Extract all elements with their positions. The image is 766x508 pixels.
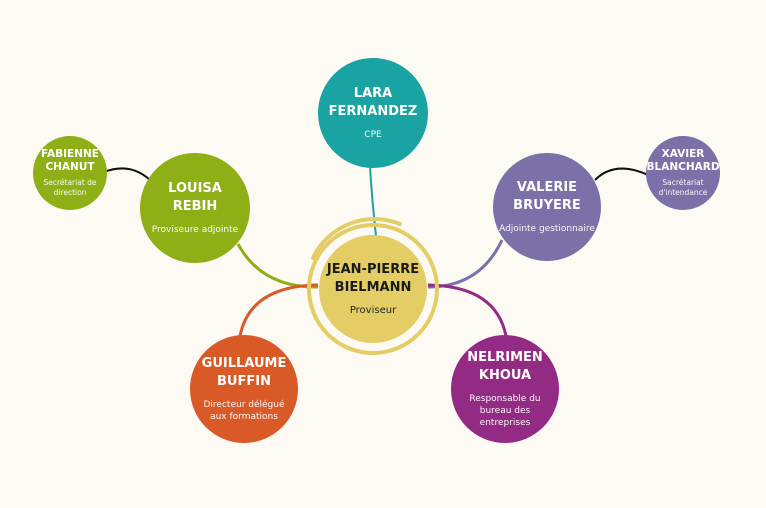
node-role: Responsable du bureau des entreprises (469, 394, 541, 428)
link-louisa (236, 243, 319, 289)
node-name: VALERIE BRUYERE (513, 180, 581, 213)
node-nelrimen: NELRIMEN KHOUA Responsable du bureau des… (451, 335, 559, 443)
node-role: Proviseur (349, 305, 397, 316)
link-xavier (594, 167, 649, 181)
center-ring (307, 223, 439, 355)
link-valerie (427, 239, 504, 289)
node-role: Sacrétariat d'intendance (658, 178, 708, 197)
node-role: Adjointe gestionnaire (499, 224, 595, 234)
node-role: CPE (364, 130, 382, 140)
node-xavier: XAVIER BLANCHARD Sacrétariat d'intendanc… (646, 136, 720, 210)
node-role: Directeur délégué aux formations (203, 400, 285, 422)
center-ring-swirl (311, 217, 402, 260)
node-name: NELRIMEN KHOUA (467, 350, 543, 383)
node-louisa: LOUISA REBIH Proviseure adjointe (140, 153, 250, 263)
node-name: GUILLAUME BUFFIN (201, 356, 287, 389)
node-name: XAVIER BLANCHARD (646, 148, 720, 173)
node-role: Proviseure adjointe (151, 225, 239, 235)
link-lara (369, 165, 377, 237)
node-role: Secrétariat de direction (43, 178, 97, 197)
node-name: JEAN-PIERRE BIELMANN (326, 262, 420, 295)
node-name: LARA FERNANDEZ (328, 86, 418, 119)
node-name: FABIENNE CHANUT (41, 148, 99, 173)
link-fabienne (103, 167, 151, 181)
node-fabienne: FABIENNE CHANUT Secrétariat de direction (33, 136, 107, 210)
node-valerie: VALERIE BRUYERE Adjointe gestionnaire (493, 153, 601, 261)
node-lara: LARA FERNANDEZ CPE (318, 58, 428, 168)
link-nelrimen (427, 283, 508, 337)
link-guillaume (238, 283, 319, 337)
node-guillaume: GUILLAUME BUFFIN Directeur délégué aux f… (190, 335, 298, 443)
node-center: JEAN-PIERRE BIELMANN Proviseur (319, 235, 427, 343)
node-name: LOUISA REBIH (168, 181, 222, 214)
